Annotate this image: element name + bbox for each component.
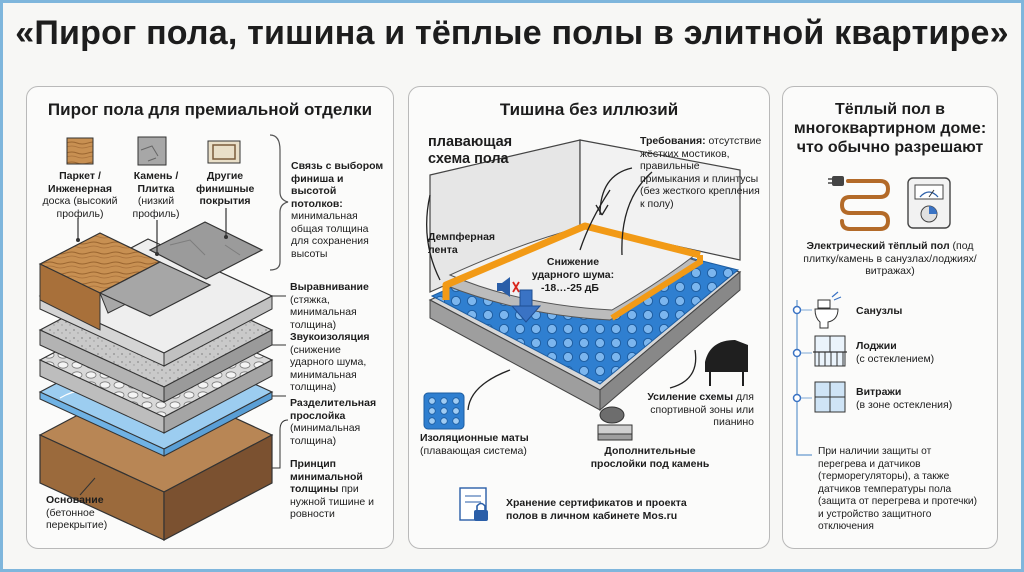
impact-noise-reduction-value: -18…-25 дБ bbox=[541, 282, 599, 294]
requirements-note: Требования: отсутствие жёстких мостиков,… bbox=[640, 135, 762, 210]
reinforcement-label: Усиление схемы для спортивной зоны или п… bbox=[647, 391, 754, 428]
impact-noise-reduction-label: Снижение ударного шума: bbox=[531, 256, 615, 281]
finish-other-label: Другие финишные покрытия bbox=[196, 170, 255, 207]
panel-heated-floor bbox=[782, 86, 998, 549]
zone-glazing: Витражи(в зоне остекления) bbox=[856, 386, 953, 411]
page-title: «Пирог пола, тишина и тёплые полы в элит… bbox=[15, 14, 1009, 52]
zone-loggias: Лоджии(с остеклением) bbox=[856, 340, 935, 365]
stone-layers-label: Дополнительные прослойки под камень bbox=[590, 445, 710, 470]
damper-tape-label: Демпферная лента bbox=[428, 231, 496, 256]
zone-bathrooms: Санузлы bbox=[856, 305, 903, 317]
insulation-mats-label: Изоляционные маты (плавающая система) bbox=[420, 432, 529, 457]
layer-separator-label: Разделительная прослойка (минимальная то… bbox=[290, 397, 377, 447]
ceiling-height-note: Связь с выбором финиша и высотой потолко… bbox=[291, 160, 384, 260]
layer-soundproofing-label: Звукоизоляция (снижение ударного шума, м… bbox=[290, 331, 370, 393]
mosru-storage-note: Хранение сертификатов и проекта полов в … bbox=[506, 497, 687, 522]
finish-stone-label: Камень / Плитка (низкий профиль) bbox=[132, 170, 180, 220]
base-slab-label: Основание (бетонное перекрытие) bbox=[46, 494, 108, 531]
panel-heated-floor-title: Тёплый пол в многоквартирном доме: что о… bbox=[793, 101, 987, 156]
safety-requirements-note: При наличии защиты от перегрева и датчик… bbox=[818, 446, 978, 532]
electric-heated-floor-label: Электрический тёплый пол (под плитку/кам… bbox=[803, 240, 977, 277]
finish-parquet-label: Паркет / Инженерная доска (высокий профи… bbox=[42, 170, 118, 220]
panel-floor-layers-title: Пирог пола для премиальной отделки bbox=[47, 100, 373, 119]
layer-leveling-label: Выравнивание (стяжка, минимальная толщин… bbox=[290, 281, 369, 331]
panel-acoustics-title: Тишина без иллюзий bbox=[499, 100, 679, 119]
min-thickness-principle: Принцип минимальной толщины при нужной т… bbox=[290, 458, 374, 520]
floating-scheme-title: плавающая схема пола bbox=[428, 134, 513, 167]
